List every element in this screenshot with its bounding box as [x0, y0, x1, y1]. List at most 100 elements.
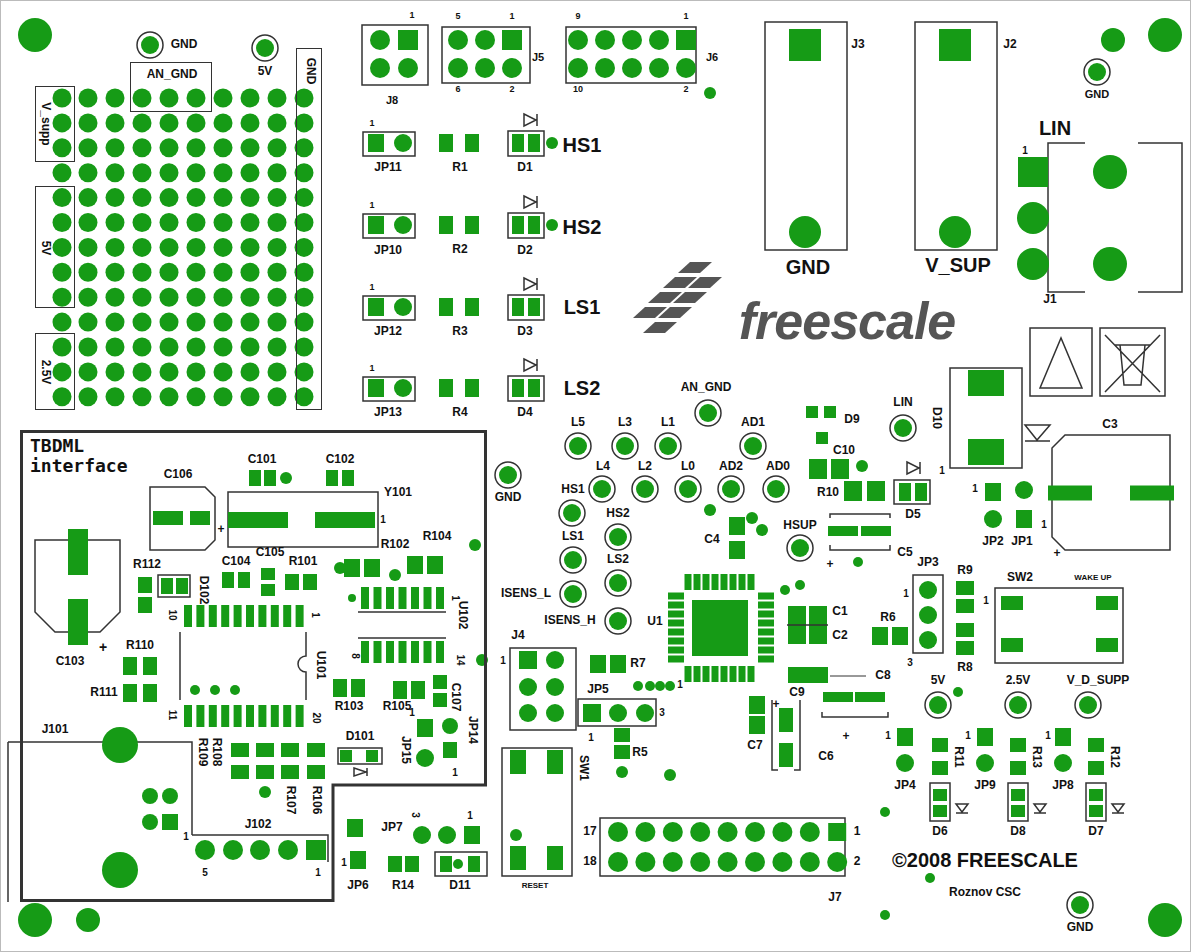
silkscreen-label: 1: [683, 12, 688, 22]
silkscreen-label: 18: [583, 855, 596, 868]
pad: [53, 163, 72, 182]
pad: [268, 238, 287, 257]
pad: [568, 30, 588, 50]
pad: [221, 705, 229, 727]
silkscreen-label: LIN: [1039, 117, 1071, 139]
pad: [438, 826, 456, 844]
pad: [453, 859, 463, 869]
pad: [668, 638, 684, 645]
silkscreen-label: J6: [706, 51, 718, 63]
pad: [712, 574, 719, 590]
pad: [1009, 696, 1027, 714]
pad: [929, 696, 947, 714]
silk-line: [524, 196, 537, 208]
pad: [141, 36, 159, 54]
outline: [363, 296, 415, 320]
silkscreen-label: HS1: [563, 134, 602, 156]
pad: [246, 705, 254, 727]
pad: [283, 605, 291, 627]
pad: [1101, 28, 1125, 52]
silkscreen-label: C5: [897, 546, 912, 559]
pad: [915, 483, 927, 501]
outline: [765, 22, 847, 250]
pad: [427, 556, 443, 574]
pad: [475, 58, 495, 78]
pad: [1148, 18, 1182, 52]
pad: [679, 480, 697, 498]
test-point: [740, 433, 766, 459]
pad: [241, 113, 260, 132]
pad: [649, 30, 669, 50]
pad: [610, 655, 626, 673]
pad: [668, 647, 684, 654]
silkscreen-label: 1: [509, 12, 514, 22]
silkscreen-label: 6: [455, 85, 460, 95]
pad: [281, 765, 299, 779]
silkscreen-label: LS1: [564, 296, 601, 318]
pad: [635, 852, 655, 872]
pad: [547, 846, 563, 870]
silkscreen-label: C7: [747, 739, 762, 752]
silkscreen-label: 20: [311, 712, 322, 723]
pad: [295, 138, 314, 157]
pad: [772, 852, 792, 872]
pad: [475, 30, 495, 50]
pad: [699, 404, 717, 422]
pad: [79, 263, 98, 282]
pad: [758, 638, 774, 645]
silkscreen-label: 10: [167, 609, 178, 620]
pad: [609, 612, 627, 630]
silkscreen-label: 17: [583, 825, 596, 838]
pad: [160, 263, 179, 282]
pad: [758, 656, 774, 663]
pad: [53, 362, 72, 381]
outline: [363, 214, 415, 238]
pad: [779, 743, 793, 767]
pad: [143, 657, 157, 675]
pad: [214, 338, 233, 357]
pad: [932, 738, 948, 752]
pad: [703, 574, 710, 590]
rail-label: GND: [303, 58, 316, 85]
silkscreen-label: 1: [965, 730, 971, 741]
pad: [133, 213, 152, 232]
pad: [350, 851, 366, 869]
silkscreen-label: JP11: [374, 161, 401, 174]
pad: [649, 58, 669, 78]
pad: [668, 629, 684, 636]
pad: [749, 696, 765, 714]
silkscreen-label: 1: [903, 588, 909, 599]
pad: [465, 134, 479, 152]
test-point: [675, 476, 701, 502]
silkscreen-label: AD0: [766, 460, 790, 473]
pad: [749, 716, 765, 734]
pad: [271, 705, 279, 727]
pad: [222, 572, 234, 588]
silkscreen-label: ISENS_L: [501, 587, 551, 600]
outline: [915, 22, 997, 250]
outline: [338, 748, 382, 764]
silkscreen-label: GND: [786, 256, 830, 278]
pad: [79, 89, 98, 108]
pad: [519, 678, 537, 696]
pad: [897, 728, 913, 746]
pad: [241, 89, 260, 108]
pad: [1015, 481, 1033, 499]
pad: [133, 263, 152, 282]
silkscreen-label: J101: [42, 723, 69, 736]
silkscreen-label: 1: [939, 465, 945, 476]
test-point: [565, 433, 591, 459]
silkscreen-label: C107: [448, 683, 461, 712]
pad: [223, 840, 243, 860]
pad: [133, 362, 152, 381]
pad: [334, 562, 346, 574]
silkscreen-label: JP12: [374, 325, 402, 338]
pad: [214, 89, 233, 108]
pad: [968, 370, 1004, 396]
pad: [162, 788, 178, 804]
pad: [187, 362, 206, 381]
silk-line: [830, 676, 866, 677]
pad: [79, 313, 98, 332]
outline: [363, 377, 415, 401]
pad: [342, 470, 354, 486]
